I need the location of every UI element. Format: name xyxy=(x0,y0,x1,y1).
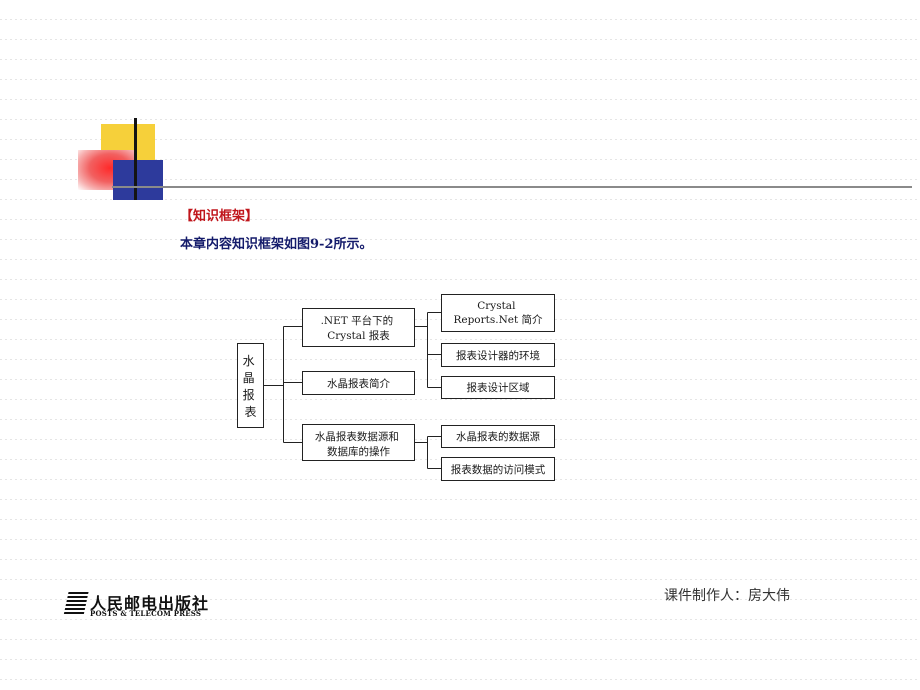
node-l2-access-label: 报表数据的访问模式 xyxy=(451,463,546,476)
publisher-logo: 人民邮电出版社 POSTS & TELECOM PRESS xyxy=(63,590,214,618)
node-l2-designer-label: 报表设计器的环境 xyxy=(456,349,540,362)
node-l2-area-label: 报表设计区域 xyxy=(467,381,530,394)
node-l1-datasource-label: 水晶报表数据源和 数据库的操作 xyxy=(315,430,402,458)
node-l2-source-label: 水晶报表的数据源 xyxy=(456,430,540,443)
node-root-label: 水 晶 报 表 xyxy=(243,354,259,419)
decor-horizontal-line xyxy=(112,186,912,188)
node-l1-net-label: .NET 平台下的 Crystal 报表 xyxy=(321,314,397,342)
author-credit: 课件制作人：房大伟 xyxy=(664,588,790,604)
publisher-name-en: POSTS & TELECOM PRESS xyxy=(90,609,202,618)
publisher-name-cn: 人民邮电出版社 xyxy=(90,594,210,613)
decor-vertical-line xyxy=(134,118,137,200)
section-heading: 【知识框架】 xyxy=(180,209,259,224)
node-l2-crystal-box xyxy=(441,294,555,332)
node-l1-net-box xyxy=(302,308,415,347)
node-root-box xyxy=(237,343,264,428)
node-l1-intro-label: 水晶报表简介 xyxy=(327,377,390,390)
node-l1-datasource-box xyxy=(302,424,415,461)
publisher-logo-icon xyxy=(63,592,89,616)
decor-blue-square xyxy=(113,160,163,200)
intro-text: 本章内容知识框架如图9-2所示。 xyxy=(180,237,373,252)
node-l2-crystal-label: Crystal Reports.Net 简介 xyxy=(453,300,543,326)
